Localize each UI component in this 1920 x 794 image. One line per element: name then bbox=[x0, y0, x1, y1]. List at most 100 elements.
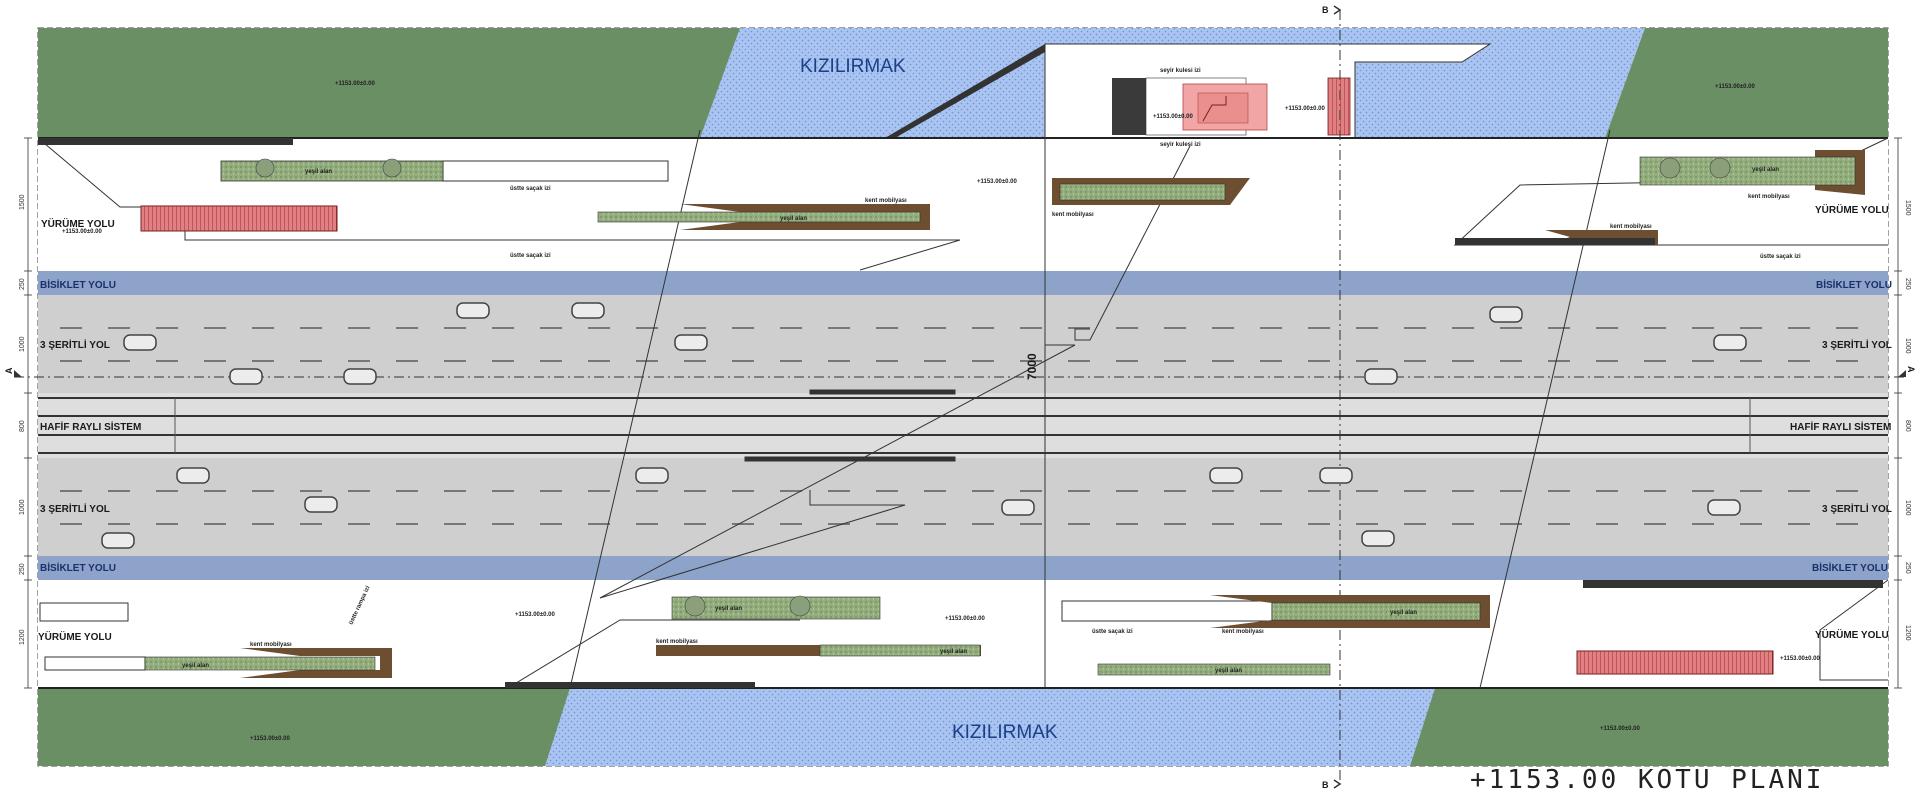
annotation-sacak-1: üstte saçak izi bbox=[510, 186, 551, 192]
svg-text:+1153.00±0.00: +1153.00±0.00 bbox=[62, 229, 102, 235]
car bbox=[1209, 467, 1243, 484]
car bbox=[456, 302, 490, 319]
lane-markings bbox=[60, 327, 1870, 525]
annotation-kent-5: kent mobilyası bbox=[250, 642, 292, 648]
svg-text:+1153.00±0.00: +1153.00±0.00 bbox=[1600, 726, 1640, 732]
annotation-kent-1: kent mobilyası bbox=[865, 198, 907, 204]
rail-label-left: HAFİF RAYLI SİSTEM bbox=[40, 420, 141, 433]
annotation-yesil-5: yeşil alan bbox=[715, 606, 742, 612]
annotation-sacak-3: üstte saçak izi bbox=[1760, 254, 1801, 260]
walkway-label-right-top: YÜRÜME YOLU bbox=[1815, 203, 1889, 216]
dimension-chain-left bbox=[24, 137, 32, 689]
car bbox=[674, 334, 708, 351]
plaza-ramp bbox=[885, 44, 1045, 138]
walkway-label-left-bottom: YÜRÜME YOLU bbox=[38, 630, 112, 643]
annotation-seyir-bottom: seyir kulesi izi bbox=[1160, 142, 1201, 148]
annotation-yesil-6: yeşil alan bbox=[940, 649, 967, 655]
plan-title: +1153.00 KOTU PLANI bbox=[1470, 765, 1824, 794]
annotation-kent-3: kent mobilyası bbox=[1748, 194, 1790, 200]
annotation-yesil-7: yeşil alan bbox=[1390, 610, 1417, 616]
svg-text:+1153.00±0.00: +1153.00±0.00 bbox=[1715, 84, 1755, 90]
annotation-kent-4: kent mobilyası bbox=[1610, 224, 1652, 230]
bike-lane-top bbox=[38, 271, 1888, 295]
planter-bottom-left bbox=[144, 656, 376, 671]
dim-road-top-left: 1000 bbox=[19, 336, 26, 352]
level-marks: +1153.00±0.00 +1153.00±0.00 +1153.00±0.0… bbox=[62, 81, 1820, 742]
annotation-yesil-4: yeşil alan bbox=[182, 663, 209, 669]
road-label-left-top: 3 ŞERİTLİ YOL bbox=[40, 338, 110, 351]
annotation-kent-7: kent mobilyası bbox=[1222, 629, 1264, 635]
planter-top-center bbox=[597, 211, 921, 223]
observation-tower: seyir kulesi izi seyir kulesi izi bbox=[1112, 68, 1351, 148]
red-structure-bottom-right bbox=[1576, 650, 1774, 675]
car bbox=[571, 302, 605, 319]
car bbox=[1707, 499, 1741, 516]
center-dimension: 7000 bbox=[1025, 353, 1039, 380]
svg-text:+1153.00±0.00: +1153.00±0.00 bbox=[335, 81, 375, 87]
svg-text:+1153.00±0.00: +1153.00±0.00 bbox=[945, 616, 985, 622]
walkway-top bbox=[38, 138, 1888, 271]
car bbox=[1489, 306, 1523, 323]
section-b-bottom: B bbox=[1322, 780, 1329, 790]
car bbox=[635, 467, 669, 484]
annotation-sacak-4: üstte saçak izi bbox=[1092, 629, 1133, 635]
red-structure-top-left bbox=[140, 205, 338, 232]
planter-bottom-mid-2 bbox=[1097, 663, 1331, 676]
park-top-right bbox=[1605, 28, 1888, 138]
bike-label-left-top: BİSİKLET YOLU bbox=[40, 278, 116, 291]
dim-bike-top-left: 250 bbox=[19, 278, 26, 290]
planter-bottom-center-2 bbox=[819, 644, 981, 657]
dim-bike-bottom-left: 250 bbox=[19, 563, 26, 575]
car bbox=[343, 368, 377, 385]
annotation-yesil-8: yeşil alan bbox=[1215, 668, 1242, 674]
planter-bottom-center bbox=[671, 596, 881, 620]
river-label-bottom: KIZILIRMAK bbox=[952, 722, 1058, 743]
road-label-right-bottom: 3 ŞERİTLİ YOL bbox=[1822, 502, 1892, 515]
road-label-right-top: 3 ŞERİTLİ YOL bbox=[1822, 338, 1892, 351]
river-bottom bbox=[545, 688, 1435, 766]
car bbox=[304, 496, 338, 513]
road-label-left-bottom: 3 ŞERİTLİ YOL bbox=[40, 502, 110, 515]
rail-tracks bbox=[38, 397, 1888, 454]
dim-walk-bottom-left: 1200 bbox=[19, 629, 26, 645]
park-bottom-right bbox=[1410, 688, 1888, 766]
section-a-right: A bbox=[1906, 366, 1916, 373]
svg-text:+1153.00±0.00: +1153.00±0.00 bbox=[977, 179, 1017, 185]
car bbox=[229, 368, 263, 385]
bench-top-center bbox=[680, 204, 930, 230]
dim-bike-bottom-right: 250 bbox=[1904, 562, 1911, 574]
bench-bottom-left bbox=[240, 648, 392, 678]
car bbox=[1713, 334, 1747, 351]
car bbox=[1364, 368, 1398, 385]
car bbox=[176, 467, 210, 484]
road-top bbox=[38, 295, 1888, 393]
annotation-yesil-1: yeşil alan bbox=[305, 169, 332, 175]
section-b-top: B bbox=[1322, 5, 1329, 15]
annotation-yesil-2: yeşil alan bbox=[780, 216, 807, 222]
dim-walk-top-right: 1500 bbox=[1904, 200, 1911, 216]
section-a-left: A bbox=[4, 367, 14, 374]
park-top-left bbox=[38, 28, 740, 138]
dim-bike-top-right: 250 bbox=[1904, 278, 1911, 290]
rail-label-right: HAFİF RAYLI SİSTEM bbox=[1790, 420, 1891, 433]
light-rail bbox=[38, 393, 1888, 458]
dim-walk-top-left: 1500 bbox=[19, 194, 26, 210]
svg-text:+1153.00±0.00: +1153.00±0.00 bbox=[1780, 656, 1820, 662]
park-bottom-left bbox=[38, 688, 570, 766]
walkway-label-right-bottom: YÜRÜME YOLU bbox=[1815, 628, 1889, 641]
bike-label-left-bottom: BİSİKLET YOLU bbox=[40, 561, 116, 574]
section-markers: A A B B bbox=[4, 5, 1916, 790]
dim-road-bottom-right: 1000 bbox=[1904, 500, 1911, 516]
vehicles bbox=[101, 302, 1747, 549]
svg-text:+1153.00±0.00: +1153.00±0.00 bbox=[515, 612, 555, 618]
car bbox=[101, 532, 135, 549]
dimension-chain-right bbox=[1894, 137, 1902, 689]
planter-bottom-mid bbox=[1271, 602, 1481, 621]
car bbox=[1319, 467, 1353, 484]
annotation-kent-6: kent mobilyası bbox=[656, 639, 698, 645]
dim-road-top-right: 1000 bbox=[1904, 338, 1911, 354]
dim-road-bottom-left: 1000 bbox=[19, 499, 26, 515]
road-bottom bbox=[38, 458, 1888, 556]
car bbox=[123, 334, 157, 351]
